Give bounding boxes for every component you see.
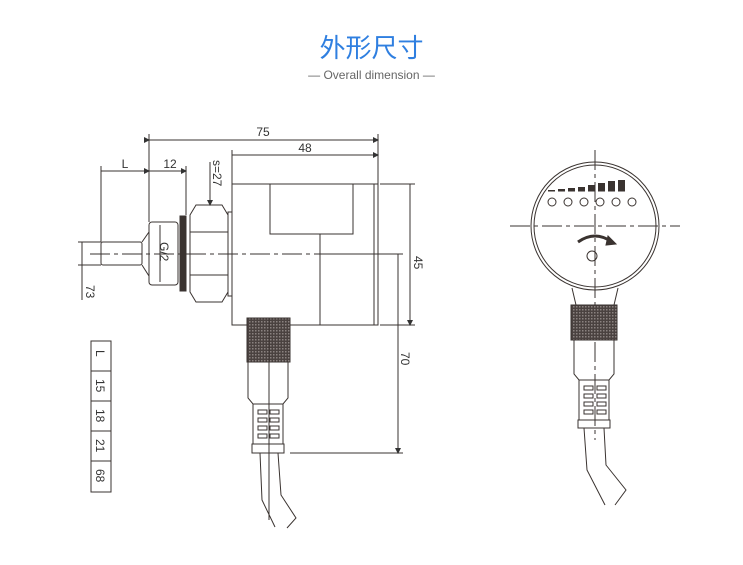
level-bars xyxy=(548,180,625,192)
dimension-labels: 75 48 L 12 s=27 G/2 73 45 70 L 15 18 21 … xyxy=(83,125,425,483)
dim-70: 70 xyxy=(398,352,412,366)
page-subtitle: — Overall dimension — xyxy=(308,68,435,82)
dim-48: 48 xyxy=(298,141,312,155)
table-header: L xyxy=(93,350,107,357)
dim-thread: G/2 xyxy=(157,242,171,262)
side-view xyxy=(78,134,415,529)
led-indicators xyxy=(547,197,637,207)
dim-L: L xyxy=(122,157,129,171)
dim-diameter: 73 xyxy=(83,285,97,299)
dim-12: 12 xyxy=(163,157,177,171)
table-value: 68 xyxy=(93,469,107,483)
dim-45: 45 xyxy=(411,256,425,270)
table-value: 18 xyxy=(93,409,107,423)
dim-75: 75 xyxy=(256,125,270,139)
page-title: 外形尺寸 xyxy=(319,34,424,64)
front-view xyxy=(510,150,680,506)
dim-s27: s=27 xyxy=(210,160,224,187)
table-value: 21 xyxy=(93,439,107,453)
table-value: 15 xyxy=(93,379,107,393)
grip-slots xyxy=(257,409,280,439)
